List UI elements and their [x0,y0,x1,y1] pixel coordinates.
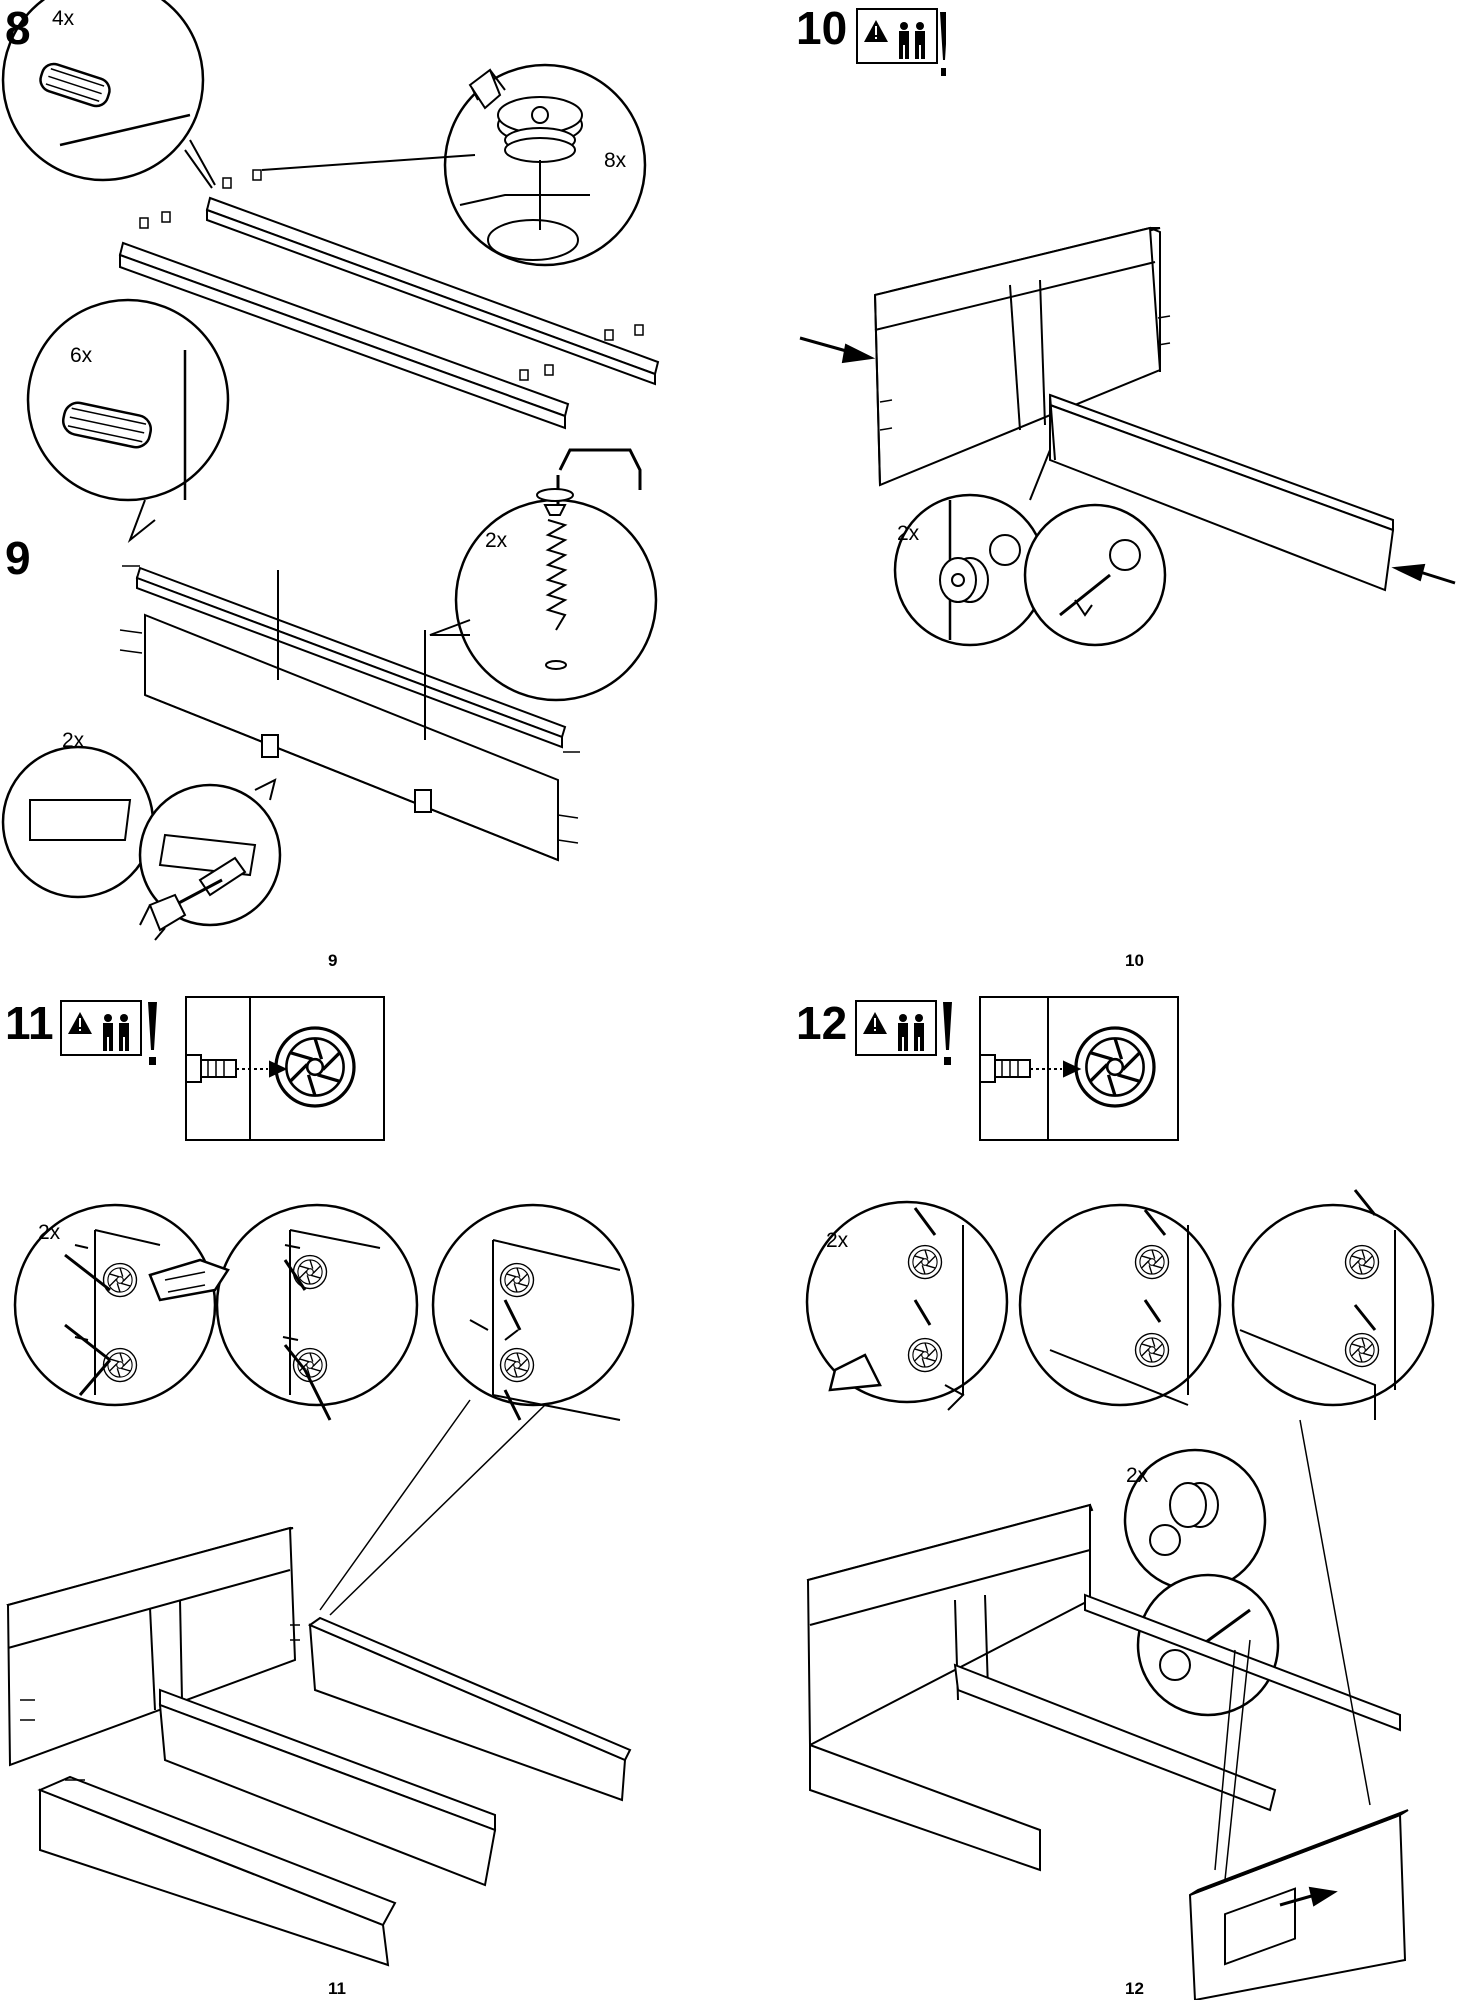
page-number: 9 [328,951,338,970]
two-person-warning-icon [855,1000,952,1065]
page-number: 11 [328,1979,346,1998]
step-number-9: 9 [5,532,31,584]
step-number-12: 12 [796,997,848,1049]
page-number: 10 [1125,951,1144,970]
quantity-label: 2x [485,529,508,552]
quantity-label: 2x [897,522,920,545]
step-number-11: 11 [5,997,54,1049]
step-8-illustration [1,0,660,430]
quantity-label: 4x [52,7,75,30]
page-number: 12 [1125,1979,1144,1998]
step-9-illustration [1,298,658,941]
cam-detail-circle [443,63,647,267]
screwdriver-detail-circle [1023,503,1167,647]
dowel-detail-circle-2 [26,298,230,502]
quantity-label: 2x [826,1229,849,1252]
quantity-label: 8x [604,149,627,172]
step-11-illustration [6,996,635,1967]
step-12-illustration [805,996,1435,2000]
quantity-label: 2x [38,1221,61,1244]
step-number-10: 10 [796,2,848,54]
quantity-label: 6x [70,344,93,367]
two-person-warning-icon [60,1000,157,1065]
two-person-warning-icon [856,8,946,76]
step-number-8: 8 [5,2,31,54]
quantity-label: 2x [1126,1464,1149,1487]
step-10-illustration [799,226,1456,647]
quantity-label: 2x [62,729,85,752]
